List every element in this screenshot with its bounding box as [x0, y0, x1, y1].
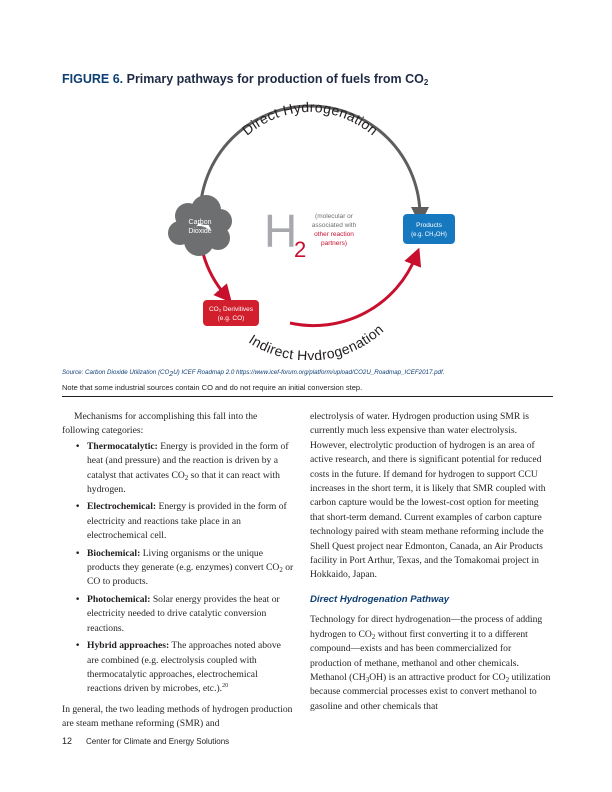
page-footer: 12 Center for Climate and Energy Solution… [62, 736, 229, 746]
figure-label: FIGURE 6. [62, 72, 124, 86]
figure-source: Source: Carbon Dioxide Utilization (CO2U… [62, 369, 445, 378]
page-number: 12 [62, 736, 73, 746]
svg-text:Products: Products [416, 222, 442, 229]
svg-text:Dioxide: Dioxide [188, 228, 211, 235]
closing-paragraph: In general, the two leading methods of h… [62, 703, 293, 730]
pathways-diagram: Direct Hydrogenation Indirect Hydrogenat… [0, 90, 612, 360]
organization-name: Center for Climate and Energy Solutions [86, 737, 230, 746]
list-item: Hybrid approaches: The approaches noted … [75, 639, 294, 697]
svg-text:(e.g. CO): (e.g. CO) [218, 315, 245, 322]
divider [62, 396, 553, 397]
svg-text:associated with: associated with [312, 222, 357, 229]
products-box: Products (e.g. CH₃OH) [403, 214, 455, 244]
list-item: Photochemical: Solar energy provides the… [75, 593, 294, 636]
footnote-ref: 20 [222, 683, 229, 690]
svg-text:partners): partners) [321, 240, 347, 247]
list-item: Electrochemical: Energy is provided in t… [75, 500, 294, 543]
figure-title-text: Primary pathways for production of fuels… [126, 72, 429, 87]
figure-title: FIGURE 6. Primary pathways for productio… [62, 72, 429, 87]
smr-paragraph: electrolysis of water. Hydrogen producti… [310, 411, 546, 581]
hydrogen-symbol: H 2 (molecular or associated with other … [264, 205, 357, 262]
direct-hydrogenation-paragraph: Technology for direct hydrogenation—the … [310, 614, 551, 712]
left-column: Mechanisms for accomplishing this fall i… [62, 410, 294, 732]
category-list: Thermocatalytic: Energy is provided in t… [62, 440, 294, 697]
direct-hydrogenation-arrow [198, 104, 429, 225]
section-heading: Direct Hydrogenation Pathway [310, 593, 450, 605]
intro-paragraph: Mechanisms for accomplishing this fall i… [62, 411, 258, 437]
svg-text:H: H [264, 205, 297, 257]
svg-text:other reaction: other reaction [314, 231, 354, 238]
indirect-hydrogenation-arrow [289, 247, 422, 328]
list-item: Thermocatalytic: Energy is provided in t… [75, 440, 294, 498]
direct-hydrogenation-label: Direct Hydrogenation [239, 99, 381, 138]
right-column: electrolysis of water. Hydrogen producti… [310, 410, 553, 714]
svg-text:Carbon: Carbon [189, 219, 212, 226]
carbon-dioxide-cloud: Carbon Dioxide [168, 195, 232, 256]
list-item: Biochemical: Living organisms or the uni… [75, 547, 294, 590]
figure-note: Note that some industrial sources contai… [62, 383, 363, 392]
svg-text:(molecular or: (molecular or [315, 213, 354, 220]
svg-text:CO₂ Derivitives: CO₂ Derivitives [209, 306, 254, 313]
co2-derivatives-box: CO₂ Derivitives (e.g. CO) [203, 300, 259, 326]
svg-text:(e.g. CH₃OH): (e.g. CH₃OH) [411, 232, 447, 238]
svg-text:2: 2 [294, 237, 306, 262]
